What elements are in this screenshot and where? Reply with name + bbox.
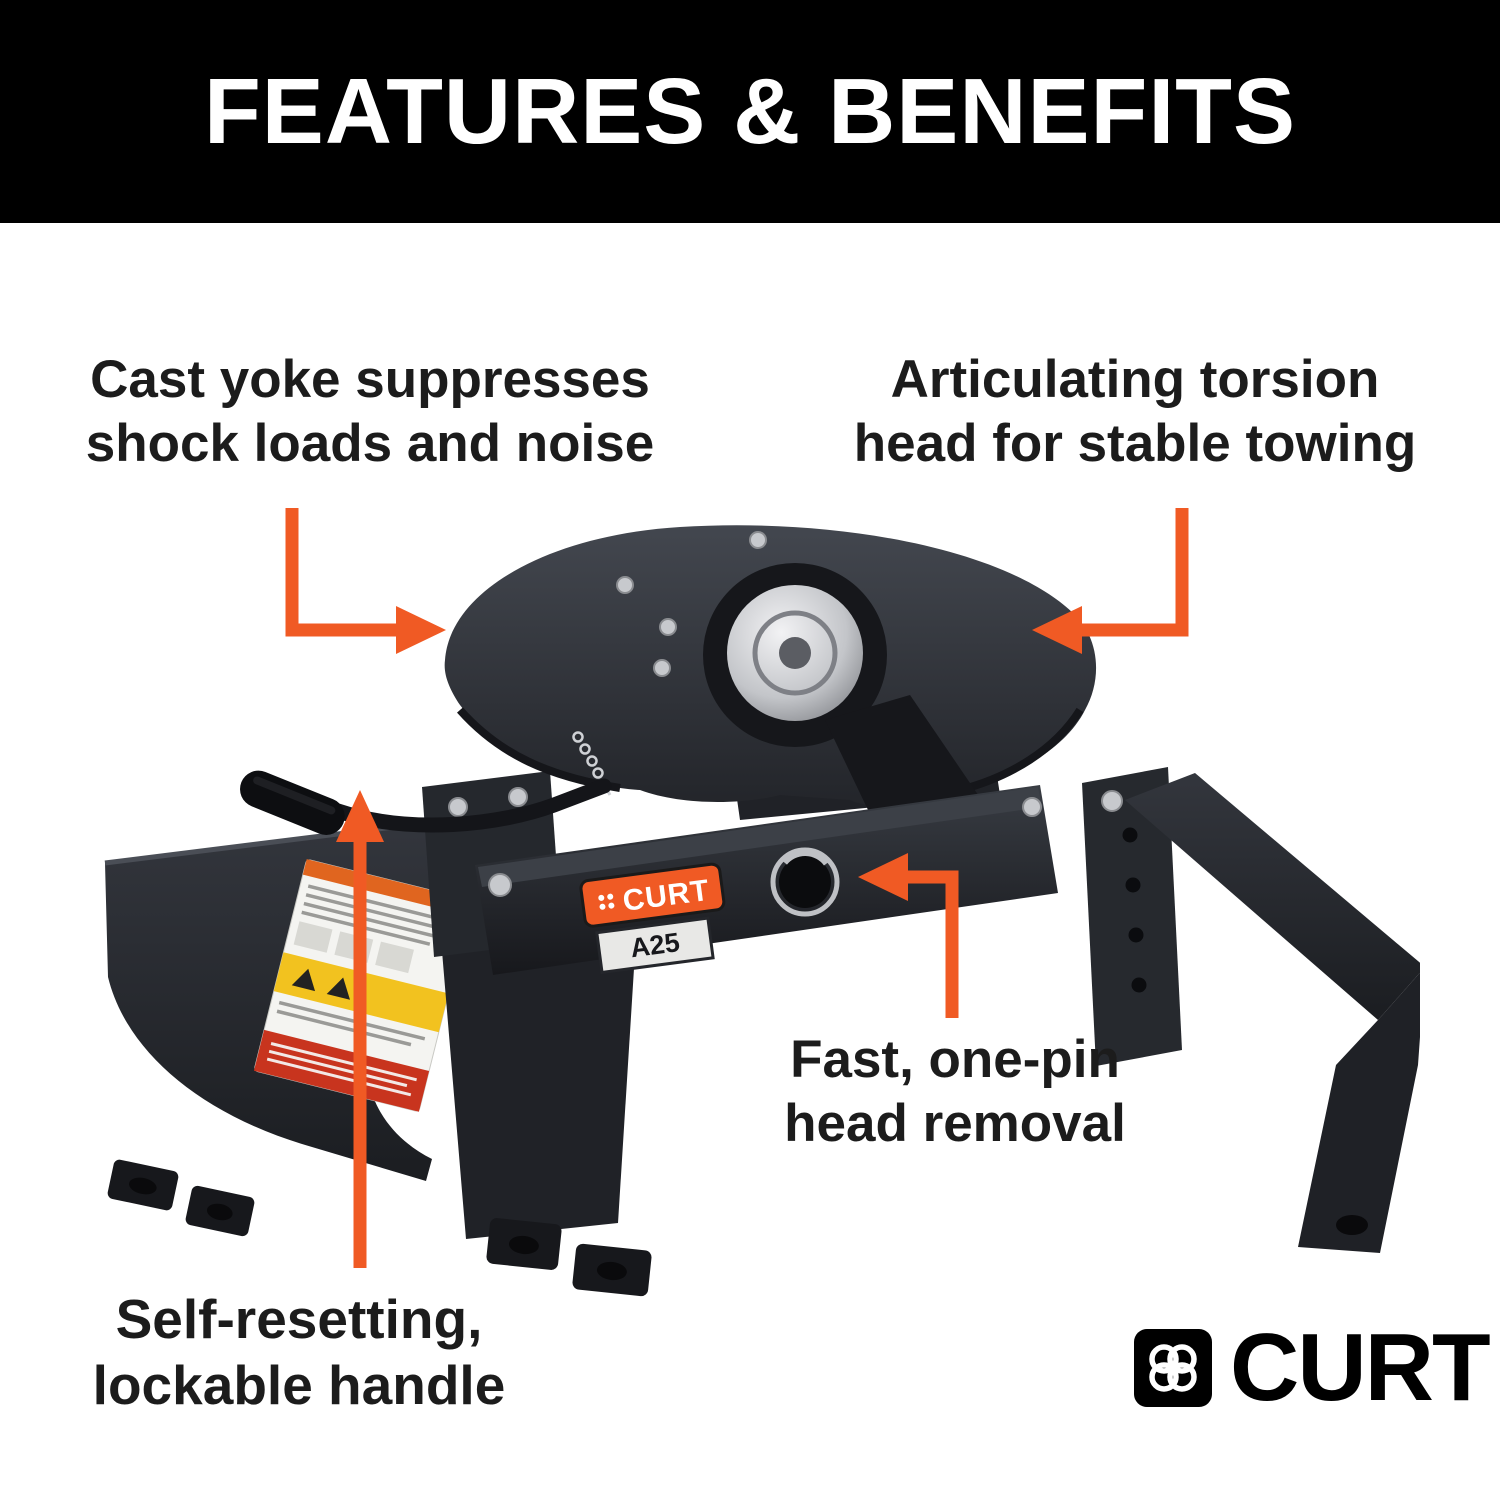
model-plate: A25	[595, 916, 715, 975]
left-leg	[442, 937, 652, 1297]
callout-torsion-head: Articulating torsion head for stable tow…	[810, 348, 1460, 475]
handle-grip	[240, 770, 345, 835]
curt-logo: CURT ®	[1134, 1320, 1500, 1416]
callout-cast-yoke-line1: Cast yoke suppresses	[90, 350, 650, 409]
callout-lockable-handle: Self-resetting, lockable handle	[16, 1286, 582, 1418]
model-text: A25	[628, 927, 681, 963]
callout-torsion-head-line2: head for stable towing	[853, 413, 1417, 473]
header-banner: FEATURES & BENEFITS	[0, 0, 1500, 223]
callout-one-pin: Fast, one-pin head removal	[690, 1028, 1220, 1155]
page-title: FEATURES & BENEFITS	[204, 59, 1296, 163]
callout-cast-yoke-line2: shock loads and noise	[85, 413, 655, 473]
product-illustration: CURT A25	[104, 525, 1420, 1297]
curt-flower-icon	[598, 893, 615, 910]
main-beam	[475, 785, 1058, 975]
callout-lockable-handle-line1: Self-resetting,	[115, 1288, 483, 1350]
curt-logo-text: CURT	[1230, 1314, 1491, 1421]
right-base-rail	[1082, 767, 1420, 1253]
hitch-head	[444, 525, 1097, 835]
curt-logo-icon	[1134, 1329, 1212, 1407]
callout-cast-yoke: Cast yoke suppresses shock loads and noi…	[40, 348, 700, 475]
callout-one-pin-line1: Fast, one-pin	[790, 1030, 1120, 1089]
head-release-pin	[770, 847, 840, 917]
callout-one-pin-line2: head removal	[784, 1093, 1126, 1153]
product-brand-badge: CURT	[579, 862, 726, 928]
callout-lockable-handle-line2: lockable handle	[92, 1354, 506, 1416]
callout-torsion-head-line1: Articulating torsion	[890, 350, 1380, 409]
